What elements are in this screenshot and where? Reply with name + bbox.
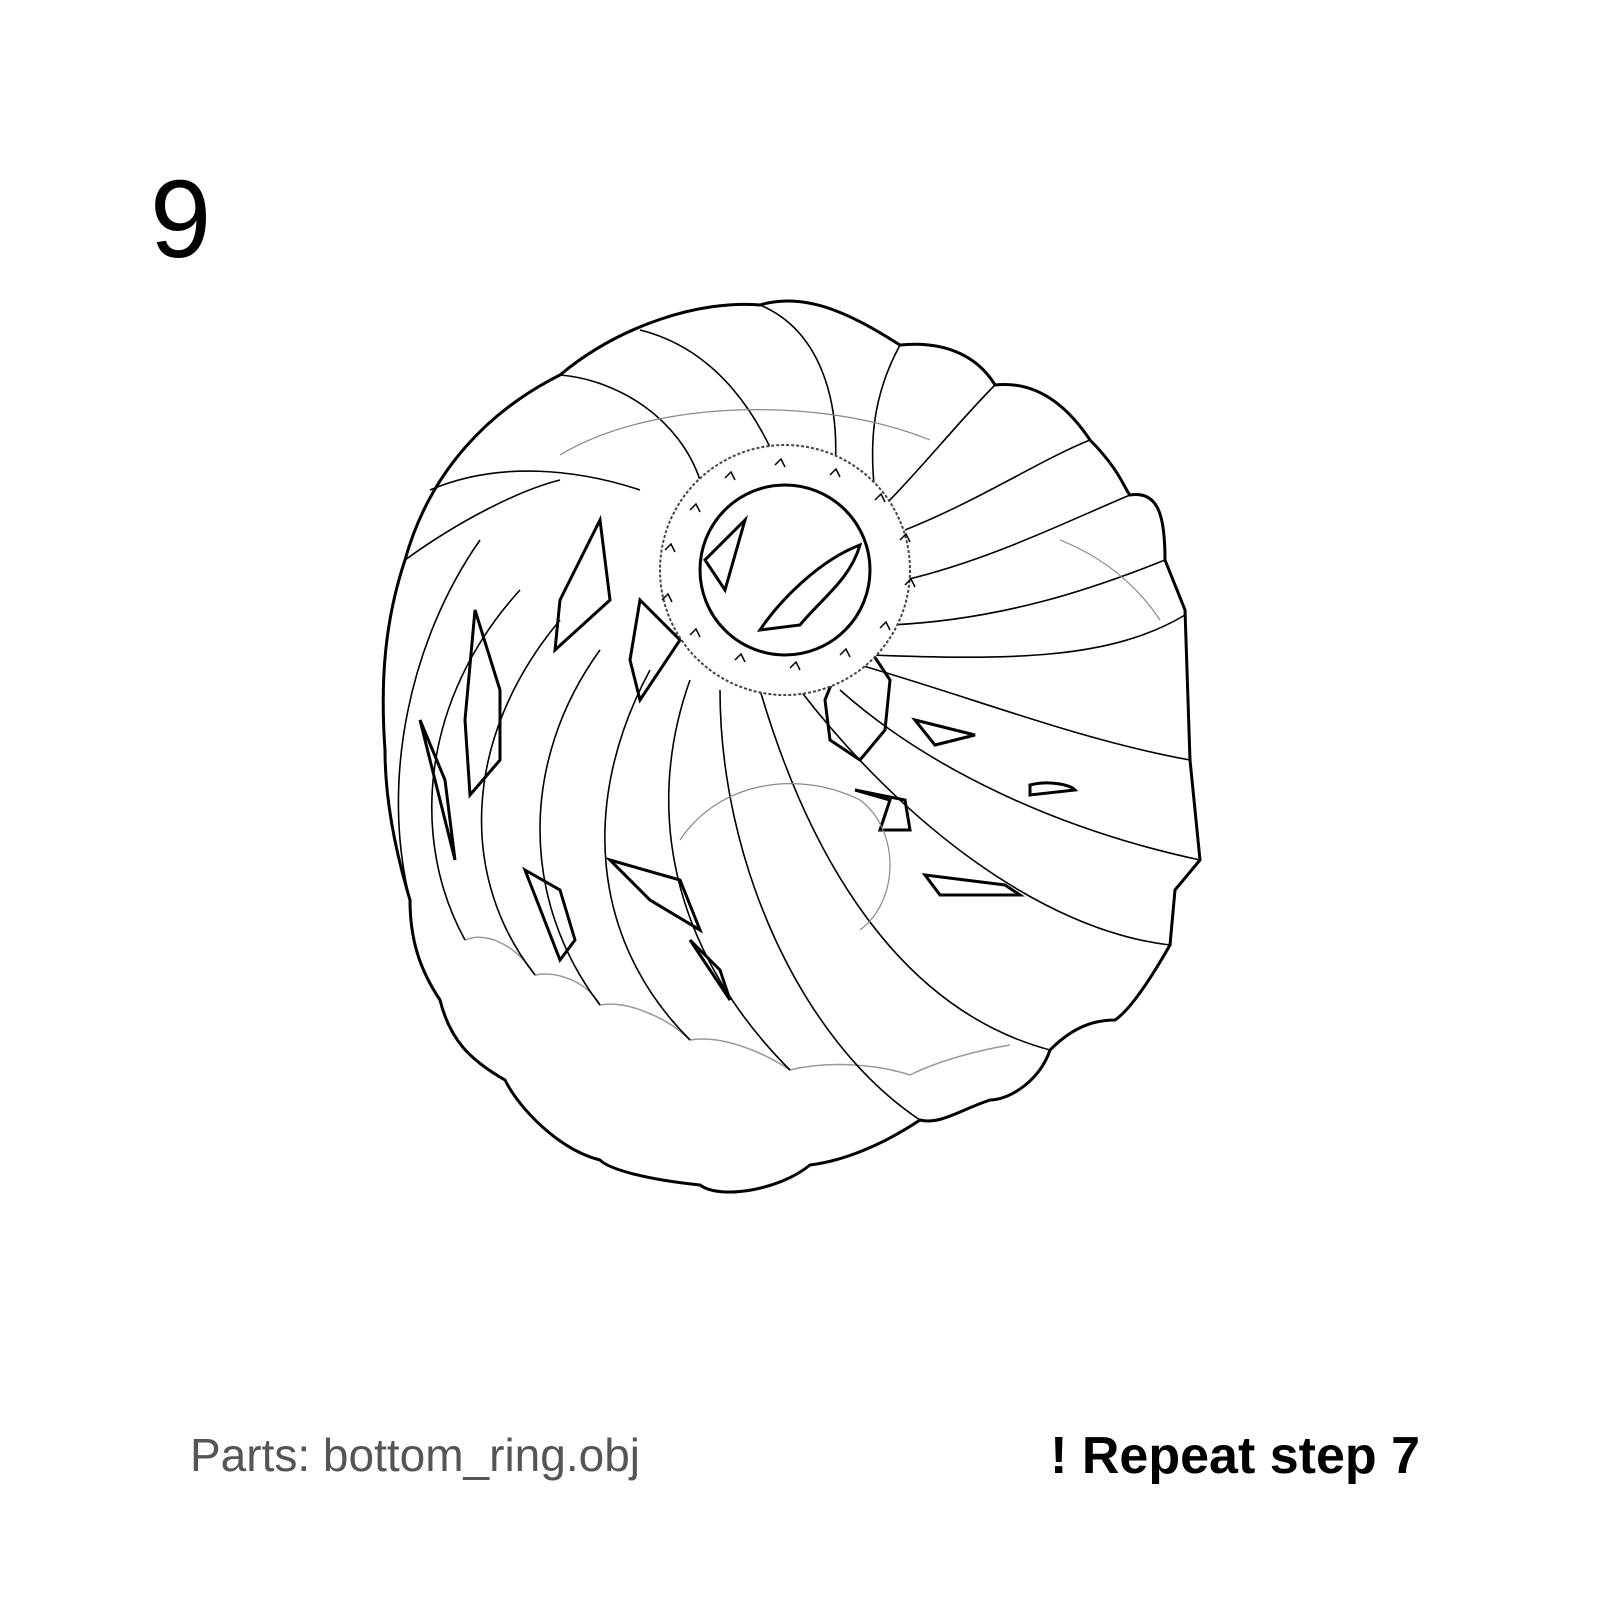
bottom-scallop-edge: [464, 936, 1011, 1076]
cavity-mid-2: [628, 596, 682, 704]
cavity-mid-3: [604, 856, 704, 934]
lampshade-outline: [381, 299, 1202, 1194]
inner-frame-ring: [559, 409, 931, 456]
step-number: 9: [150, 158, 212, 281]
swirl-fins: [397, 304, 1201, 1121]
cavity-left-3: [522, 866, 577, 964]
bottom-frame-ring: [679, 783, 891, 931]
parts-label: Parts: bottom_ring.obj: [190, 1429, 641, 1481]
cavity-right-3: [921, 873, 1025, 897]
repeat-note: ! Repeat step 7: [1050, 1427, 1420, 1485]
ring-tabs: [661, 457, 916, 671]
cavity-right-1: [911, 717, 976, 747]
ring-interior-fin-1: [703, 514, 749, 594]
top-ring-inner: [698, 483, 872, 657]
inner-frame-ring-right: [1059, 539, 1161, 621]
ring-interior-fin-2: [756, 542, 863, 632]
cavity-mid-1: [553, 514, 612, 654]
cavity-center-teeth: [854, 788, 912, 832]
cavity-right-2: [1028, 781, 1079, 797]
